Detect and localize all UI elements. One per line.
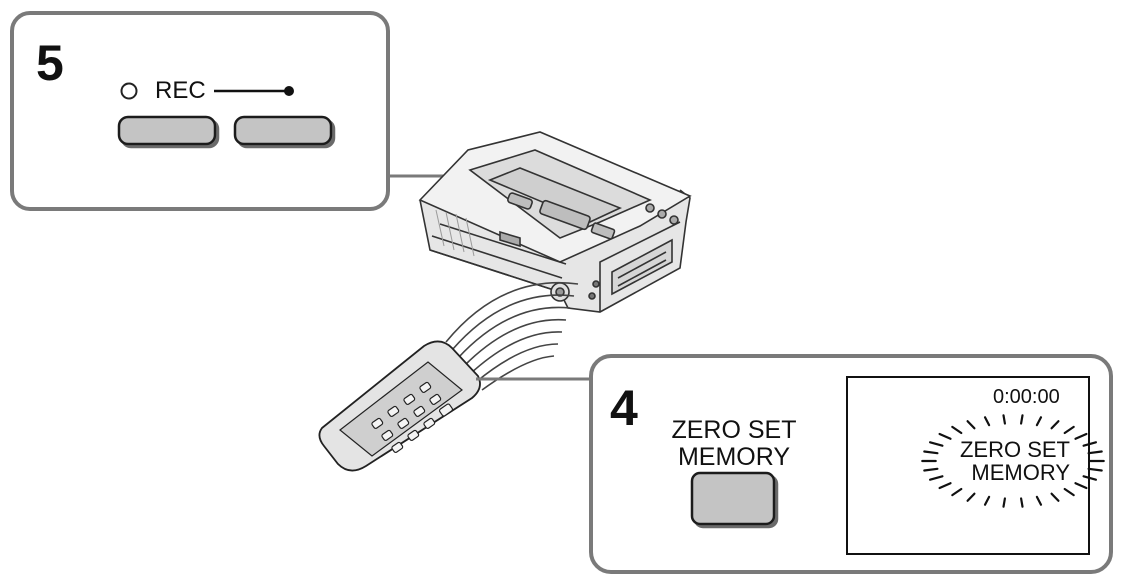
rec-leader-line — [214, 86, 294, 96]
flash-ray — [1019, 497, 1024, 508]
flash-ray — [1050, 420, 1060, 430]
flash-ray — [1002, 497, 1007, 508]
zero-set-memory-button[interactable] — [690, 471, 776, 526]
flash-ray — [923, 450, 939, 455]
zero-set-memory-label: ZERO SET MEMORY — [664, 417, 804, 471]
flash-ray — [1074, 432, 1088, 440]
flash-ray — [966, 420, 976, 430]
flash-ray — [1035, 416, 1043, 427]
step5-panel — [10, 11, 390, 211]
flash-ray — [1002, 414, 1007, 425]
flash-ray — [983, 495, 991, 506]
zero-set-memory-indicator: ZERO SET MEMORY — [940, 438, 1070, 484]
flash-ray — [1035, 495, 1043, 506]
indicator-line1: ZERO SET — [959, 437, 1070, 462]
tape-counter: 0:00:00 — [993, 386, 1060, 408]
flash-ray — [951, 487, 963, 497]
flashing-indicator-icon — [921, 414, 1105, 508]
flash-ray — [938, 482, 952, 490]
flash-ray — [1063, 425, 1075, 435]
rec-button-right[interactable] — [233, 115, 333, 146]
flash-ray — [1063, 487, 1075, 497]
flash-ray — [928, 475, 944, 481]
step4-number: 4 — [610, 380, 638, 436]
zero-set-memory-label-line2: MEMORY — [677, 443, 791, 471]
flash-ray — [1087, 467, 1103, 472]
flash-ray — [1050, 492, 1060, 502]
flash-ray — [923, 467, 939, 472]
flash-ray — [1087, 450, 1103, 455]
flash-ray — [1019, 414, 1024, 425]
video-walkman-icon — [418, 131, 692, 313]
step5-number: 5 — [36, 35, 64, 91]
infrared-signal-icon — [445, 281, 579, 391]
indicator-line2: MEMORY — [971, 460, 1070, 485]
flash-ray — [983, 416, 991, 427]
flash-ray — [1074, 482, 1088, 490]
viewfinder-screen — [846, 376, 1090, 555]
flash-ray — [1082, 475, 1098, 481]
flash-ray — [928, 441, 944, 447]
flash-ray — [938, 432, 952, 440]
flash-ray — [966, 492, 976, 502]
rec-label: REC — [155, 77, 206, 104]
flash-ray — [1082, 441, 1098, 447]
rec-indicator-lamp — [120, 82, 138, 100]
rec-button-left[interactable] — [117, 115, 217, 146]
zero-set-memory-label-line1: ZERO SET — [671, 416, 797, 444]
remote-commander-icon — [318, 340, 481, 472]
flash-ray — [951, 425, 963, 435]
